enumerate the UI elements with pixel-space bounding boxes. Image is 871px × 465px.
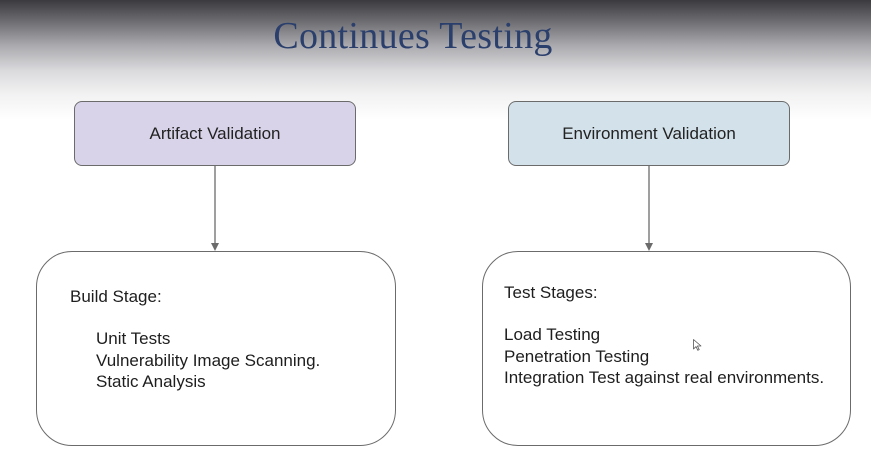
environment-validation-label: Environment Validation bbox=[562, 123, 736, 143]
test-stage-item: Integration Test against real environmen… bbox=[504, 368, 825, 387]
build-stage-item: Static Analysis bbox=[96, 372, 206, 391]
build-stage-item: Unit Tests bbox=[96, 329, 171, 348]
test-stages-heading: Test Stages: bbox=[504, 283, 598, 302]
slide-title: Continues Testing bbox=[273, 15, 553, 57]
build-stage-heading: Build Stage: bbox=[70, 287, 162, 306]
build-stage-box: Build Stage: Unit Tests Vulnerability Im… bbox=[36, 251, 396, 446]
artifact-validation-label: Artifact Validation bbox=[149, 123, 281, 143]
artifact-validation-box: Artifact Validation bbox=[74, 101, 356, 166]
build-stage-list: Unit Tests Vulnerability Image Scanning.… bbox=[96, 328, 320, 393]
test-stage-item: Penetration Testing bbox=[504, 346, 650, 366]
environment-validation-box: Environment Validation bbox=[508, 101, 790, 166]
mouse-pointer-icon bbox=[693, 339, 702, 351]
test-stage-item: Load Testing bbox=[504, 325, 601, 344]
test-stages-box: Test Stages: Load Testing Penetration Te… bbox=[482, 251, 851, 446]
build-stage-item: Vulnerability Image Scanning. bbox=[96, 350, 321, 370]
test-stages-list: Load Testing Penetration Testing Integra… bbox=[504, 324, 824, 389]
